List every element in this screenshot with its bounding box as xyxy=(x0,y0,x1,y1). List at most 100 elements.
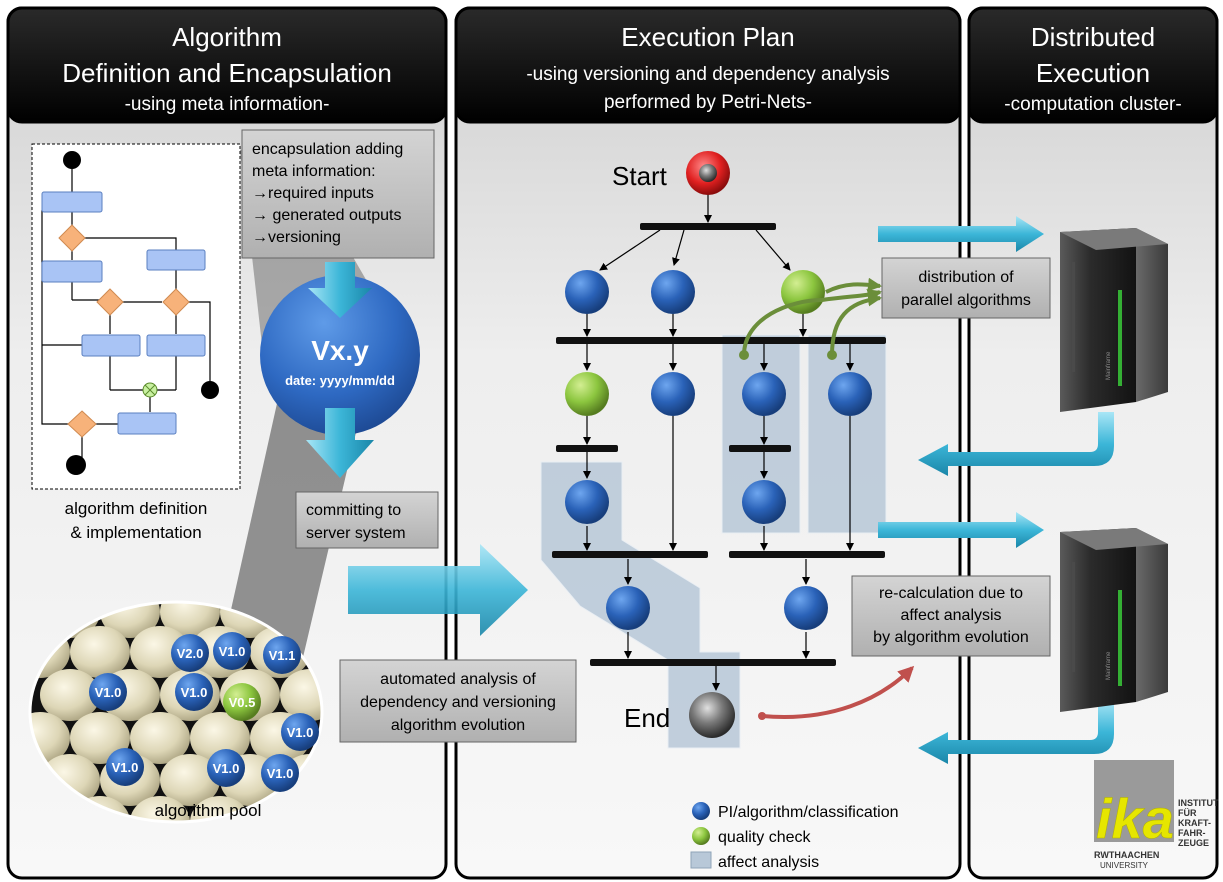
pool-node xyxy=(263,636,301,674)
pool-background-sphere xyxy=(280,669,322,721)
version-label: Vx.y xyxy=(311,335,369,366)
pool-node xyxy=(207,749,245,787)
pool-background-sphere xyxy=(190,796,250,822)
pool-background-sphere xyxy=(130,796,190,822)
encapsulation-line4: → generated outputs xyxy=(252,207,401,224)
pool-node-label: V0.5 xyxy=(229,695,256,710)
encapsulation-line1: encapsulation adding xyxy=(252,141,403,158)
right-title-line2: Execution xyxy=(1036,58,1150,88)
left-subtitle: -using meta information- xyxy=(125,94,330,115)
pool-node-label: V1.0 xyxy=(95,685,122,700)
pool-node-label: V1.0 xyxy=(287,725,314,740)
pool-node-label: V2.0 xyxy=(177,646,204,661)
pool-background-sphere xyxy=(190,712,250,764)
return-arrow-2 xyxy=(918,700,1114,764)
legend-gray-label: affect analysis xyxy=(718,854,819,871)
flowchart xyxy=(31,143,241,490)
left-title-line2: Definition and Encapsulation xyxy=(62,58,392,88)
analysis-line3: algorithm evolution xyxy=(391,717,525,734)
distribution-box: distribution of parallel algorithms xyxy=(881,257,1051,319)
recalc-line1: re-calculation due to xyxy=(879,585,1023,602)
server-1-label: Mainframe xyxy=(1106,351,1112,380)
flowchart-caption-line2: & implementation xyxy=(70,523,201,542)
right-subtitle: -computation cluster- xyxy=(1004,94,1181,115)
encapsulation-box: encapsulation adding meta information: →… xyxy=(241,129,435,259)
pool-node-label: V1.0 xyxy=(267,766,294,781)
legend: PI/algorithm/classification quality chec… xyxy=(690,802,899,871)
pool-node xyxy=(261,754,299,792)
committing-line2: server system xyxy=(306,525,406,542)
left-title-line1: Algorithm xyxy=(172,22,282,52)
end-label: End xyxy=(624,703,670,733)
server-2: Mainframe xyxy=(1060,528,1168,712)
encapsulation-line3: →required inputs xyxy=(252,185,374,202)
send-arrow-2 xyxy=(878,512,1044,548)
legend-blue-icon xyxy=(692,802,710,820)
legend-green-icon xyxy=(692,827,710,845)
pool-background-sphere xyxy=(70,626,130,678)
pool-background-sphere xyxy=(130,626,190,678)
down-arrow-bottom xyxy=(306,408,374,478)
middle-subtitle-line2: performed by Petri-Nets- xyxy=(604,92,812,113)
pool-background-sphere xyxy=(160,754,220,806)
pool-node xyxy=(281,713,319,751)
pool-background-sphere xyxy=(40,669,100,721)
committing-line1: committing to xyxy=(306,502,401,519)
send-arrow-1 xyxy=(878,216,1044,252)
pool-node xyxy=(175,673,213,711)
pool-node xyxy=(213,632,251,670)
logo-university1: RWTHAACHEN xyxy=(1094,850,1159,860)
start-label: Start xyxy=(612,161,668,191)
pool-node xyxy=(89,673,127,711)
legend-green-label: quality check xyxy=(718,829,811,846)
recalc-arrow xyxy=(761,665,915,719)
pool-node-label: V1.1 xyxy=(269,648,296,663)
pool-node-label: V1.0 xyxy=(213,761,240,776)
legend-blue-label: PI/algorithm/classification xyxy=(718,804,899,821)
version-circle: Vx.y date: yyyy/mm/dd xyxy=(260,262,420,478)
pool-background-sphere xyxy=(160,602,220,638)
pool-node xyxy=(106,748,144,786)
pool-label: algorithm pool xyxy=(155,801,262,820)
pool-node-label: V1.0 xyxy=(181,685,208,700)
right-title-line1: Distributed xyxy=(1031,22,1155,52)
pool-node xyxy=(171,634,209,672)
middle-title: Execution Plan xyxy=(621,22,794,52)
committing-box: committing to server system xyxy=(295,491,439,549)
commit-arrow xyxy=(348,544,528,636)
transition-bars xyxy=(552,223,886,666)
return-arrow-1 xyxy=(918,412,1114,476)
logo-line2: FÜR xyxy=(1178,808,1197,818)
logo-line3: KRAFT- xyxy=(1178,818,1211,828)
logo-line1: INSTITUT xyxy=(1178,798,1219,808)
logo-ika-text: ika xyxy=(1096,787,1174,850)
analysis-line2: dependency and versioning xyxy=(360,694,556,711)
distribution-arrows xyxy=(739,277,882,360)
encapsulation-line5: →versioning xyxy=(252,229,341,246)
distribution-line1: distribution of xyxy=(918,269,1014,286)
recalc-box: re-calculation due to affect analysis by… xyxy=(851,575,1051,657)
petri-net-lines xyxy=(583,194,854,691)
middle-subtitle-line1: -using versioning and dependency analysi… xyxy=(526,64,889,85)
recalc-line2: affect analysis xyxy=(900,607,1001,624)
logo-line4: FAHR- xyxy=(1178,828,1206,838)
flowchart-caption-line1: algorithm definition xyxy=(65,499,208,518)
end-node xyxy=(689,692,735,738)
distribution-line2: parallel algorithms xyxy=(901,292,1031,309)
pool-node-label: V1.0 xyxy=(219,644,246,659)
analysis-line1: automated analysis of xyxy=(380,671,536,688)
logo-university2: UNIVERSITY xyxy=(1100,861,1149,870)
down-arrow-top xyxy=(308,262,372,318)
version-date: date: yyyy/mm/dd xyxy=(285,373,395,388)
pool-background-sphere xyxy=(100,602,160,638)
legend-gray-icon xyxy=(690,851,712,869)
server-1: Mainframe xyxy=(1060,228,1168,412)
pool-node xyxy=(223,683,261,721)
pool-node-label: V1.0 xyxy=(112,760,139,775)
recalc-line3: by algorithm evolution xyxy=(873,629,1029,646)
encapsulation-line2: meta information: xyxy=(252,163,376,180)
ika-logo: ika INSTITUT FÜR KRAFT- FAHR- ZEUGE RWTH… xyxy=(1094,760,1219,870)
pool-background-sphere xyxy=(30,712,70,764)
server-2-label: Mainframe xyxy=(1106,651,1112,680)
